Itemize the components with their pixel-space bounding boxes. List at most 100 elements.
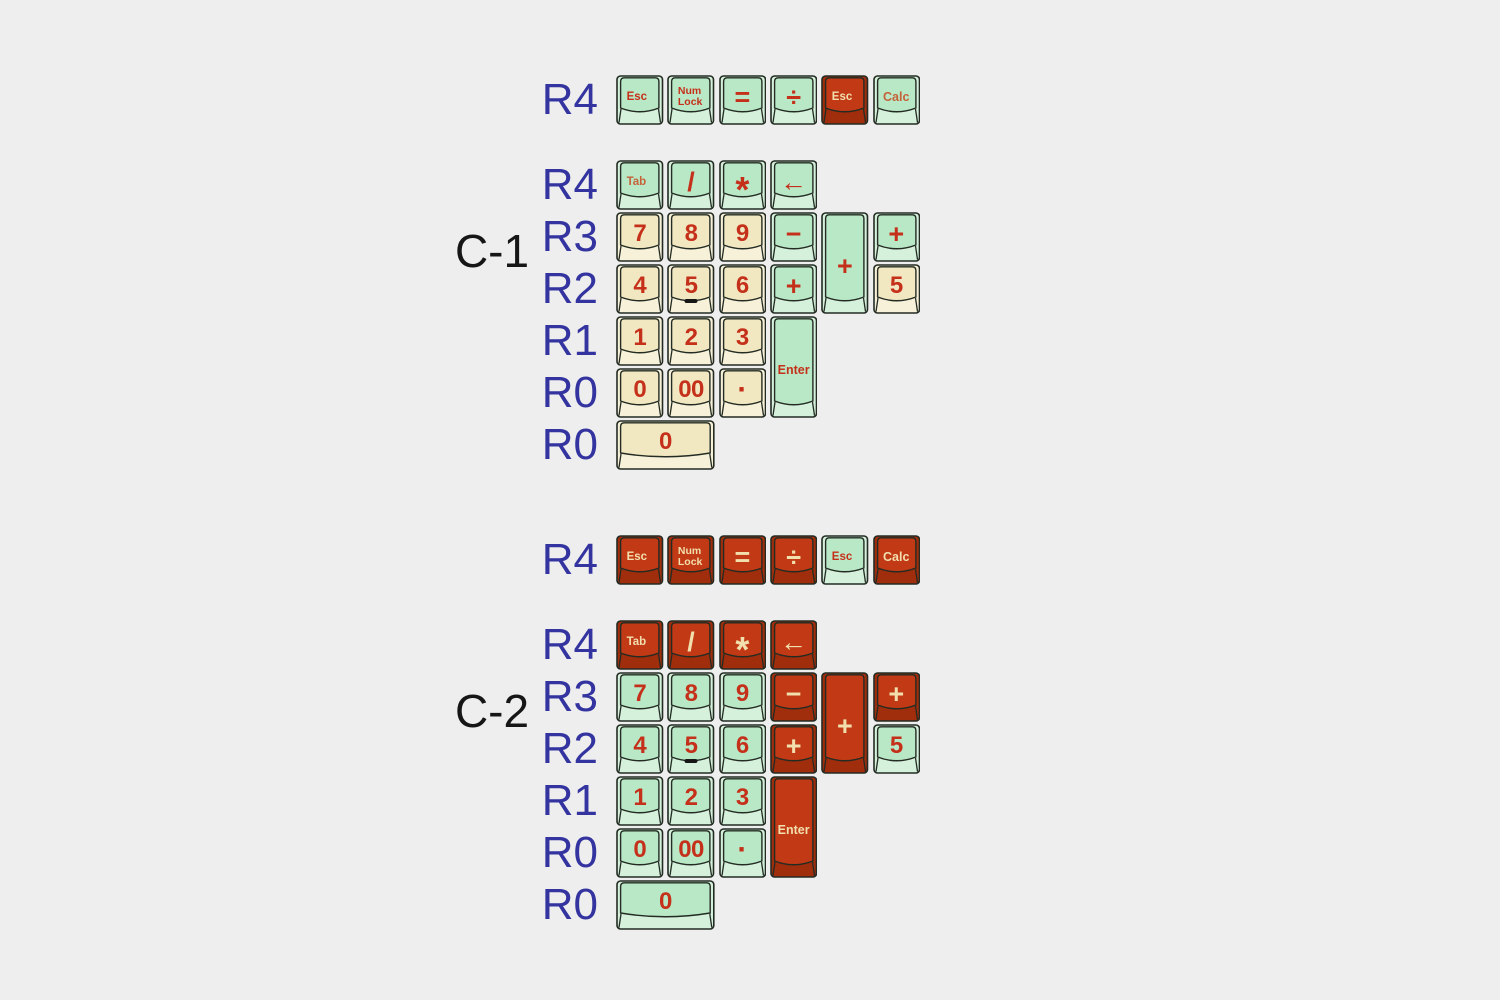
- key-c2-r0-equals: =: [718, 535, 767, 585]
- keycap-shape: [821, 212, 869, 314]
- key-c1-r3-plus: +: [770, 264, 818, 314]
- cluster-label-c2: C-2: [454, 685, 530, 737]
- key-c1-r2-plus: +: [821, 212, 869, 314]
- keycap-shape: [770, 75, 818, 125]
- keycap-shape: [718, 828, 766, 878]
- key-c2-r1-backspace-arrow: ←: [770, 620, 818, 670]
- keycap-shape: [616, 75, 664, 125]
- keycap-shape: [718, 620, 766, 670]
- keycap-shape: [718, 316, 766, 366]
- keycap-shape: [718, 160, 766, 210]
- key-c1-r0-esc: Esc: [616, 75, 664, 125]
- keycap-shape: [770, 776, 818, 878]
- keycap-shape: [667, 368, 715, 418]
- keycap-shape: [872, 535, 920, 585]
- key-c2-r0-esc: Esc: [821, 535, 869, 585]
- keycap-shape: [667, 316, 715, 366]
- key-c2-r0-divide: ÷: [770, 535, 818, 585]
- key-c1-r1-tab: Tab: [616, 160, 664, 210]
- key-c1-r0-divide: ÷: [770, 75, 818, 125]
- keycap-shape: [718, 212, 766, 262]
- key-c2-r3-plus: +: [770, 724, 818, 774]
- key-c2-r6-0: 0: [616, 880, 715, 930]
- keycap-shape: [770, 264, 818, 314]
- keycap-shape: [821, 535, 869, 585]
- row-label-c1-5: R0: [541, 368, 598, 417]
- key-c1-r5-00: 00: [667, 368, 715, 418]
- key-c1-r1-asterisk: *: [718, 160, 767, 210]
- key-c1-r5-0: 0: [616, 368, 664, 418]
- keycap-shape: [718, 672, 766, 722]
- key-c2-r0-num-lock: Num Lock: [667, 535, 715, 585]
- keycap-shape: [872, 75, 920, 125]
- key-c2-r3-6: 6: [718, 724, 767, 774]
- row-label-c2-1: R4: [541, 620, 598, 669]
- key-c1-r2-plus: +: [872, 212, 921, 262]
- key-c2-r2-plus: +: [872, 672, 921, 722]
- key-c2-r3-5: 5: [872, 724, 921, 774]
- keycap-shape: [770, 672, 818, 722]
- row-label-c2-4: R1: [541, 776, 598, 825]
- keycap-shape: [616, 880, 715, 930]
- keycap-shape: [667, 264, 715, 314]
- keycap-shape: [718, 75, 766, 125]
- key-c1-r0-num-lock: Num Lock: [667, 75, 715, 125]
- key-c1-r1-slash: /: [667, 160, 715, 210]
- keycap-shape: [872, 672, 920, 722]
- keycap-shape: [770, 724, 818, 774]
- keycap-shape: [821, 672, 869, 774]
- key-c2-r4-2: 2: [667, 776, 715, 826]
- row-label-c2-6: R0: [541, 880, 598, 929]
- key-c1-r4-1: 1: [616, 316, 664, 366]
- key-c2-r2-minus: −: [770, 672, 818, 722]
- key-c2-r2-9: 9: [718, 672, 767, 722]
- key-c2-r2-plus: +: [821, 672, 869, 774]
- keycap-shape: [616, 535, 664, 585]
- key-c2-r4-1: 1: [616, 776, 664, 826]
- key-c2-r2-8: 8: [667, 672, 715, 722]
- keycap-shape: [616, 828, 664, 878]
- keycap-shape: [770, 160, 818, 210]
- keycap-shape: [616, 776, 664, 826]
- key-c1-r1-backspace-arrow: ←: [770, 160, 818, 210]
- keycap-shape: [718, 535, 766, 585]
- key-c2-r1-tab: Tab: [616, 620, 664, 670]
- key-c2-r0-calc: Calc: [872, 535, 921, 585]
- key-c1-r0-calc: Calc: [872, 75, 921, 125]
- keycap-shape: [616, 620, 664, 670]
- keycap-shape: [616, 672, 664, 722]
- key-c2-r0-esc: Esc: [616, 535, 664, 585]
- key-c1-r4-3: 3: [718, 316, 767, 366]
- key-c2-r5-00: 00: [667, 828, 715, 878]
- keycap-shape: [770, 535, 818, 585]
- key-c1-r6-0: 0: [616, 420, 715, 470]
- key-c2-r1-asterisk: *: [718, 620, 767, 670]
- keycap-shape: [616, 316, 664, 366]
- key-c1-r3-4: 4: [616, 264, 664, 314]
- keycap-shape: [821, 75, 869, 125]
- keycap-shape: [667, 535, 715, 585]
- row-label-c2-2: R3: [541, 672, 598, 721]
- key-c2-r4-enter: Enter: [770, 776, 818, 878]
- keycap-shape: [718, 776, 766, 826]
- row-label-c2-3: R2: [541, 724, 598, 773]
- key-c2-r4-3: 3: [718, 776, 767, 826]
- keycap-shape: [667, 776, 715, 826]
- keycap-shape: [770, 620, 818, 670]
- row-label-c1-4: R1: [541, 316, 598, 365]
- keycap-shape: [718, 264, 766, 314]
- key-c1-r3-5: 5: [872, 264, 921, 314]
- keycap-shape: [667, 724, 715, 774]
- keycap-shape: [616, 368, 664, 418]
- homing-bar: [684, 759, 698, 763]
- keycap-shape: [667, 620, 715, 670]
- row-label-c1-3: R2: [541, 264, 598, 313]
- key-c1-r0-esc: Esc: [821, 75, 869, 125]
- keycap-shape: [718, 724, 766, 774]
- homing-bar: [684, 299, 698, 303]
- row-label-c1-0: R4: [541, 75, 598, 124]
- keycap-shape: [616, 160, 664, 210]
- key-c2-r5-0: 0: [616, 828, 664, 878]
- row-label-c1-2: R3: [541, 212, 598, 261]
